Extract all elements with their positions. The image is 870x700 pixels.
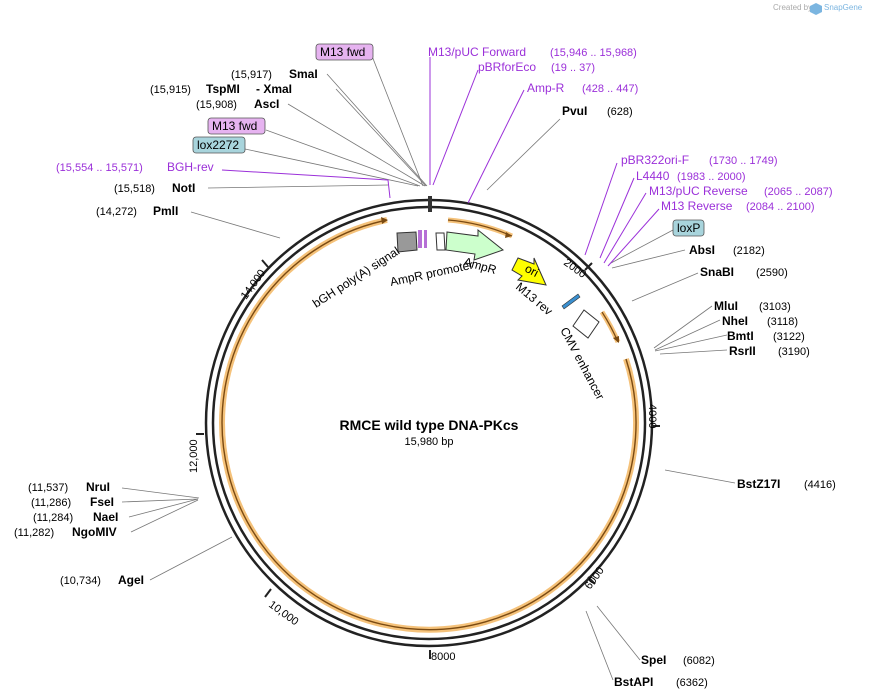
tick-10000: 10,000: [266, 599, 300, 628]
tick-2000: 2000: [561, 257, 588, 281]
enzyme-pos-noti: (15,518): [114, 183, 155, 195]
primer-range-pbr322ori-f: (1730 .. 1749): [709, 155, 778, 167]
enzyme-drui[interactable]: NruI: [86, 480, 110, 494]
credit-text: Created by: [773, 3, 812, 12]
enzyme-pos-drui: (11,537): [28, 482, 68, 494]
enzyme-pos-snabi: (2590): [756, 267, 788, 279]
boxed-loxp[interactable]: loxP: [672, 219, 705, 237]
feature-ori: ori: [523, 261, 541, 280]
enzyme-spei[interactable]: SpeI: [641, 653, 666, 667]
enzyme-agei[interactable]: AgeI: [118, 573, 144, 587]
primer-amp-r[interactable]: Amp-R: [527, 81, 565, 95]
enzyme-bstz17i[interactable]: BstZ17I: [737, 477, 780, 491]
tick-4000: 4000: [646, 404, 658, 428]
enzyme-pos-pvui: (628): [607, 106, 633, 118]
enzyme-fsei[interactable]: FseI: [90, 495, 114, 509]
enzyme-nhei[interactable]: NheI: [722, 314, 748, 328]
enzyme-tspmi[interactable]: TspMI: [206, 82, 240, 96]
svg-text:loxP: loxP: [677, 221, 700, 235]
brand-text: SnapGene: [824, 3, 863, 12]
primer-m13-puc-reverse[interactable]: M13/pUC Reverse: [649, 184, 748, 198]
enzyme-noti[interactable]: NotI: [172, 181, 195, 195]
enzyme-pos-absi: (2182): [733, 245, 765, 257]
enzyme-pos-agei: (10,734): [60, 575, 101, 587]
boxed-lox2272[interactable]: lox2272: [192, 136, 246, 154]
enzyme-ngomiv[interactable]: NgoMIV: [72, 525, 117, 539]
enzyme-leaders: [121, 55, 736, 681]
enzyme-pos-mlui: (3103): [759, 301, 791, 313]
tick-12000: 12,000: [188, 439, 200, 473]
feature-ampr: AmpR: [462, 254, 498, 277]
primer-range-l4440: (1983 .. 2000): [677, 171, 746, 183]
enzyme-mlui[interactable]: MluI: [714, 299, 738, 313]
ampr-arrow: [445, 228, 505, 261]
feature-cmv-enhancer: CMV enhancer: [557, 325, 607, 402]
features: [396, 228, 600, 339]
enzyme-pos-fsei: (11,286): [31, 497, 71, 509]
primer-range-m13-reverse: (2084 .. 2100): [746, 201, 815, 213]
enzyme-xmai[interactable]: - XmaI: [256, 82, 292, 96]
enzyme-pos-naei: (11,284): [33, 512, 73, 524]
plasmid-name: RMCE wild type DNA-PKcs: [340, 417, 519, 433]
orf-arcs: [219, 217, 639, 633]
boxed-m13-fwd-mid[interactable]: M13 fwd: [207, 117, 266, 135]
primer-leaders: [221, 57, 660, 267]
enzyme-snabi[interactable]: SnaBI: [700, 265, 734, 279]
primer-range-m13-puc-reverse: (2065 .. 2087): [764, 186, 833, 198]
feature-m13-rev: M13 rev: [513, 280, 555, 319]
enzyme-pos-smai: (15,917): [231, 69, 272, 81]
primer-m13-puc-forward[interactable]: M13/pUC Forward: [428, 45, 526, 59]
enzyme-naei[interactable]: NaeI: [93, 510, 118, 524]
enzyme-pos-spei: (6082): [683, 655, 715, 667]
snapgene-logo-icon: [810, 3, 822, 15]
ori-arrow: [511, 257, 547, 286]
svg-text:M13 fwd: M13 fwd: [320, 45, 365, 59]
enzyme-pos-pmli: (14,272): [96, 206, 137, 218]
svg-text:lox2272: lox2272: [197, 138, 239, 152]
enzyme-absi[interactable]: AbsI: [689, 243, 715, 257]
m13-rev-shape: [561, 293, 581, 310]
enzyme-pos-rsrii: (3190): [778, 346, 810, 358]
enzyme-bstapi[interactable]: BstAPI: [614, 675, 653, 689]
tick-8000: 8000: [431, 651, 455, 663]
enzyme-pos-asci: (15,908): [196, 99, 237, 111]
enzyme-smai[interactable]: SmaI: [289, 67, 318, 81]
plasmid-size: 15,980 bp: [405, 436, 454, 448]
boxed-m13-fwd-top[interactable]: M13 fwd: [315, 43, 374, 61]
feature-ampr-promoter: AmpR promoter: [389, 258, 475, 289]
primer-l4440[interactable]: L4440: [636, 169, 670, 183]
ampr-promoter-shape: [435, 232, 446, 251]
enzyme-pos-tspmi: (15,915): [150, 84, 191, 96]
primer-pbrforeco[interactable]: pBRforEco: [478, 60, 536, 74]
primer-m13-reverse[interactable]: M13 Reverse: [661, 199, 733, 213]
enzyme-pos-nhei: (3118): [767, 316, 798, 328]
enzyme-pvui[interactable]: PvuI: [562, 104, 587, 118]
primer-range-m13-puc-forward: (15,946 .. 15,968): [550, 47, 637, 59]
ticks: [196, 259, 660, 659]
enzyme-pos-bmti: (3122): [773, 331, 805, 343]
primer-pbr322ori-f[interactable]: pBR322ori-F: [621, 153, 689, 167]
enzyme-pos-ngomiv: (11,282): [14, 527, 54, 539]
enzyme-pos-bstapi: (6362): [676, 677, 708, 689]
enzyme-asci[interactable]: AscI: [254, 97, 279, 111]
svg-text:M13 fwd: M13 fwd: [212, 119, 257, 133]
enzyme-pos-bstz17i: (4416): [804, 479, 836, 491]
enzyme-bmti[interactable]: BmtI: [727, 329, 754, 343]
cmv-enhancer-shape: [572, 309, 600, 339]
primer-bgh-rev[interactable]: BGH-rev: [167, 160, 214, 174]
bgh-polya-shape: [396, 231, 418, 253]
primer-range-pbrforeco: (19 .. 37): [551, 62, 595, 74]
primer-range-bgh-rev: (15,554 .. 15,571): [56, 162, 143, 174]
enzyme-pmli[interactable]: PmlI: [153, 204, 178, 218]
tick-6000: 6000: [583, 565, 607, 592]
enzyme-rsrii[interactable]: RsrII: [729, 344, 756, 358]
primer-range-amp-r: (428 .. 447): [582, 83, 638, 95]
